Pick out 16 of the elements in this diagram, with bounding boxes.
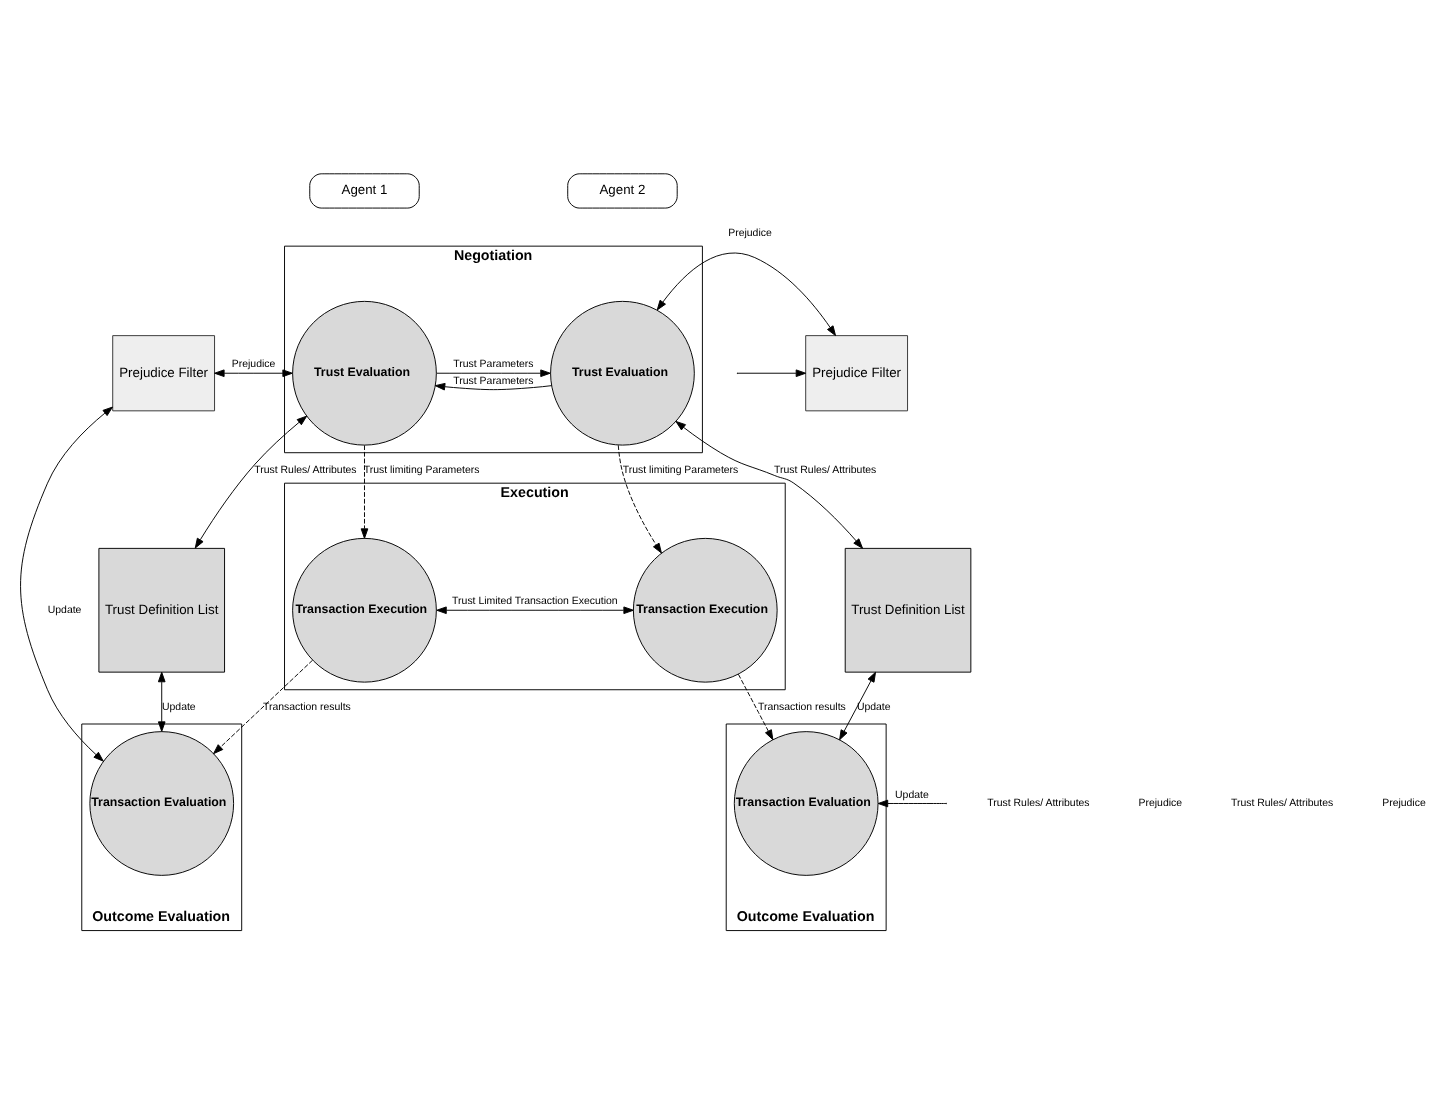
arrow: [157, 671, 166, 732]
arrow: [675, 420, 863, 549]
arrow: [434, 382, 553, 391]
arrow: [656, 252, 836, 337]
arrow: [194, 415, 308, 549]
arrow: [877, 799, 947, 808]
arrow: [214, 369, 293, 378]
arrow: [213, 659, 313, 755]
arrow: [436, 369, 551, 378]
arrow: [839, 671, 876, 741]
arrow: [737, 369, 807, 378]
arrow: [737, 673, 774, 741]
arrow: [436, 606, 634, 615]
arrow: [360, 444, 369, 539]
arrow: [617, 444, 662, 554]
arrow: [20, 406, 113, 762]
